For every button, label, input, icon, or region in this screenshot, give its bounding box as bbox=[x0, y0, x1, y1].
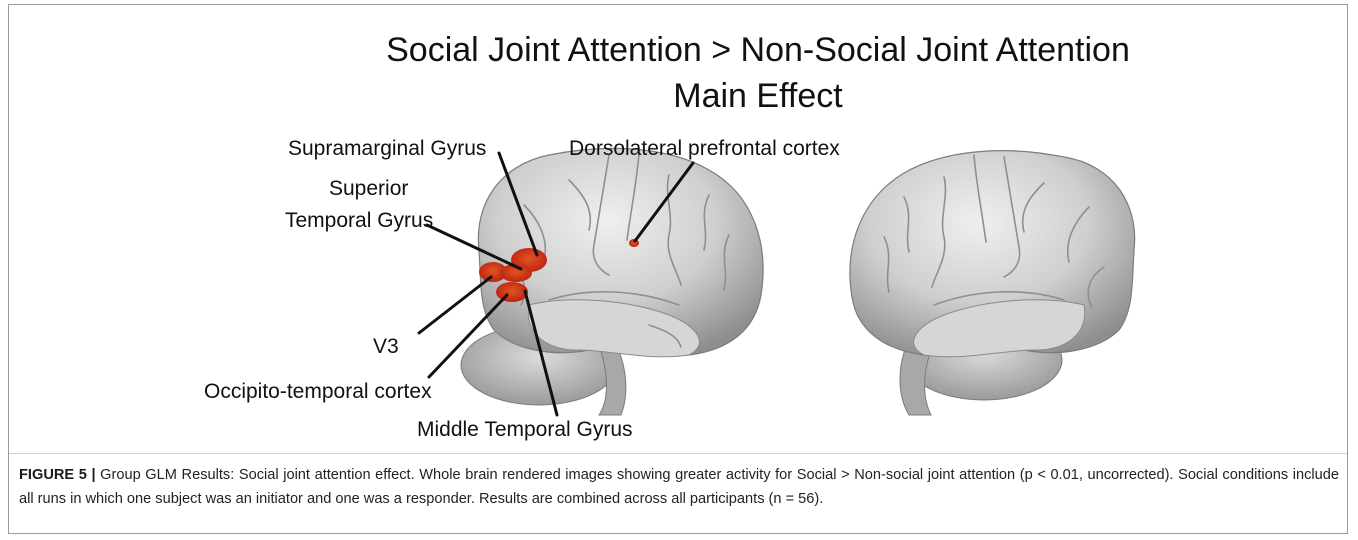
label-dorsolateral-prefrontal-cortex: Dorsolateral prefrontal cortex bbox=[569, 137, 840, 160]
label-middle-temporal-gyrus: Middle Temporal Gyrus bbox=[417, 418, 633, 441]
figure-panel: Social Joint Attention > Non-Social Join… bbox=[9, 5, 1347, 455]
caption-figure-label: FIGURE 5 | bbox=[19, 467, 96, 483]
right-brain-render bbox=[850, 151, 1135, 415]
activation-mtg bbox=[496, 282, 528, 302]
label-v3: V3 bbox=[373, 335, 399, 358]
label-superior-temporal-gyrus-line2: Temporal Gyrus bbox=[285, 209, 433, 232]
label-supramarginal-gyrus: Supramarginal Gyrus bbox=[288, 137, 486, 160]
brain-figure: Supramarginal Gyrus Dorsolateral prefron… bbox=[9, 5, 1347, 455]
label-superior-temporal-gyrus-line1: Superior bbox=[329, 177, 408, 200]
label-occipito-temporal-cortex: Occipito-temporal cortex bbox=[204, 380, 432, 403]
figure-caption: FIGURE 5 | Group GLM Results: Social joi… bbox=[19, 463, 1339, 511]
left-brain-render bbox=[461, 148, 763, 415]
figure-frame: Social Joint Attention > Non-Social Join… bbox=[8, 4, 1348, 534]
caption-text: Group GLM Results: Social joint attentio… bbox=[19, 467, 1339, 507]
caption-separator bbox=[9, 453, 1347, 454]
